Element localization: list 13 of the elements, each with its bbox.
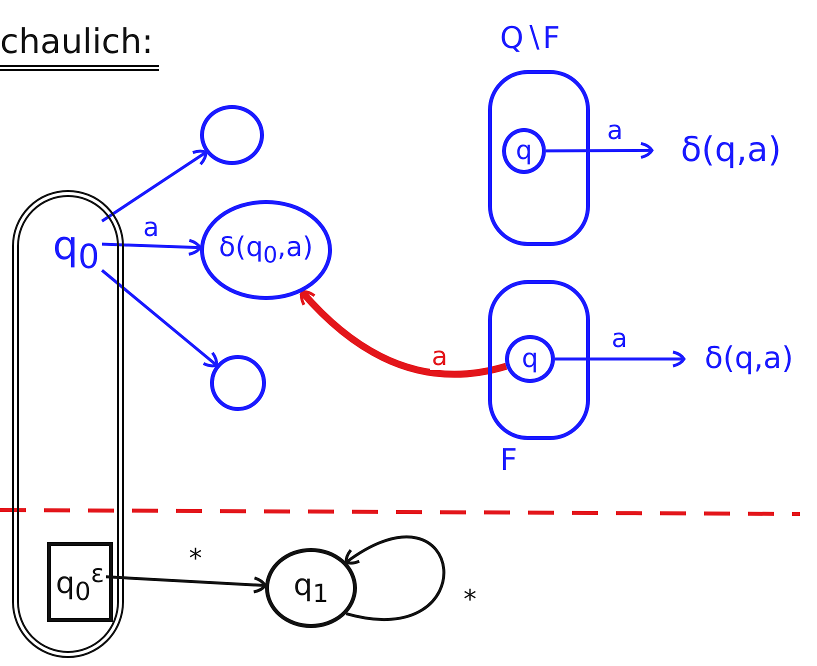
state-circle <box>210 355 266 411</box>
state-circle: q$_{1}$ <box>265 548 357 628</box>
heading: chaulich: <box>0 22 160 71</box>
state-label: δ(q,a) <box>684 334 814 384</box>
state-label: q$_{0}$ <box>43 219 109 281</box>
set-label: F <box>500 446 518 476</box>
set-label: Q∖F <box>500 24 560 54</box>
state-label: δ(q,a) <box>652 122 810 178</box>
state-circle: q <box>502 128 546 174</box>
state-group-outline <box>12 190 124 658</box>
state-circle <box>200 105 264 165</box>
state-circle: q <box>505 335 555 383</box>
state-circle: δ(q$_{0}$,a) <box>200 200 332 300</box>
